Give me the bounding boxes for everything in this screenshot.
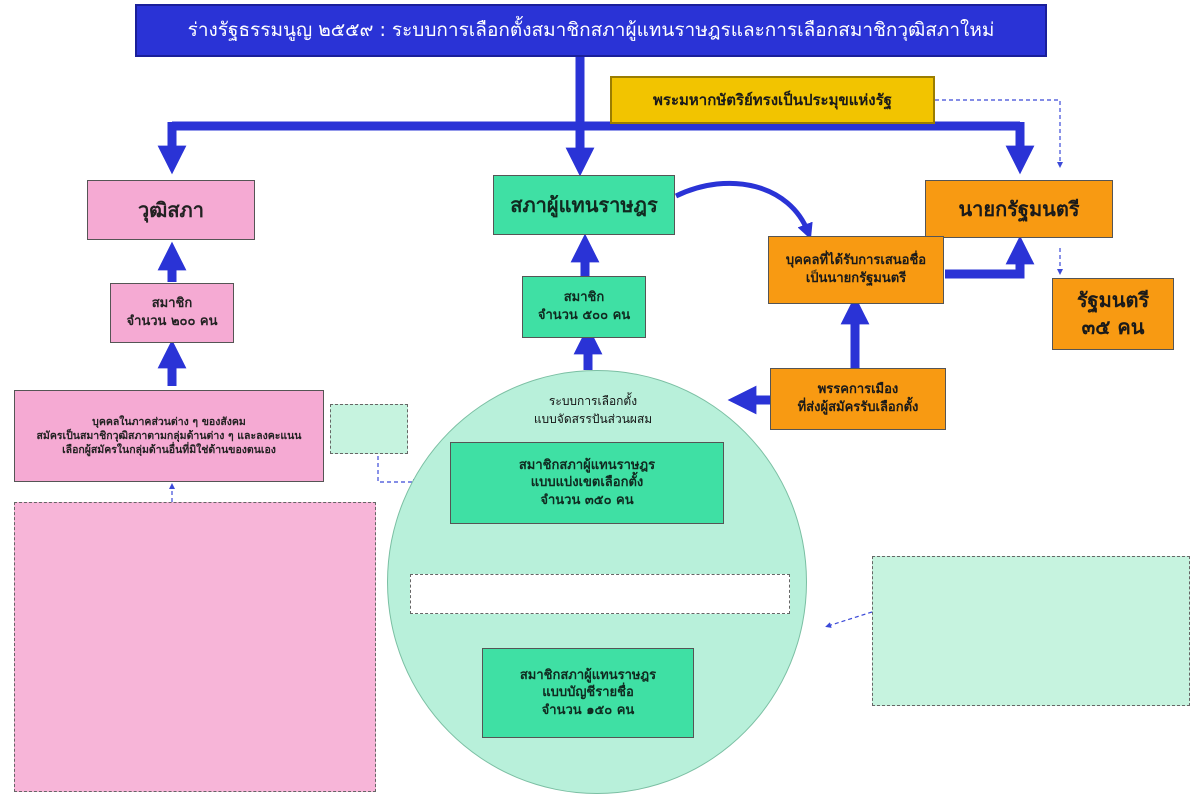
parties-line1: พรรคการเมือง <box>817 382 899 398</box>
district-members-line2: แบบแบ่งเขตเลือกตั้ง <box>530 475 644 491</box>
senate-box: วุฒิสภา <box>87 180 255 240</box>
parties-line2: ที่ส่งผู้สมัครรับเลือกตั้ง <box>797 400 919 415</box>
seat-allocation-note <box>410 574 790 614</box>
house-vote-note <box>655 222 773 264</box>
senate-label: วุฒิสภา <box>138 197 204 222</box>
district-members-box: สมาชิกสภาผู้แทนราษฎร แบบแบ่งเขตเลือกตั้ง… <box>450 442 724 524</box>
senate-members-line1: สมาชิก <box>151 296 193 312</box>
system-label-line2: แบบจัดสรรปันส่วนผสม <box>533 412 653 426</box>
district-members-line1: สมาชิกสภาผู้แทนราษฎร <box>518 457 656 473</box>
ministers-line1: รัฐมนตรี <box>1076 288 1150 312</box>
pm-label: นายกรัฐมนตรี <box>958 196 1080 221</box>
system-label: ระบบการเลือกตั้ง แบบจัดสรรปันส่วนผสม <box>488 392 698 428</box>
main-distribution-arrows <box>157 50 1035 177</box>
pm-nominee-box: บุคคลที่ได้รับการเสนอชื่อ เป็นนายกรัฐมนต… <box>768 236 944 304</box>
house-box: สภาผู้แทนราษฎร <box>493 175 675 235</box>
partylist-members-box: สมาชิกสภาผู้แทนราษฎร แบบบัญชีรายชื่อ จำน… <box>482 648 694 738</box>
king-box: พระมหากษัตริย์ทรงเป็นประมุขแห่งรัฐ <box>610 76 935 124</box>
house-members-line1: สมาชิก <box>563 290 605 306</box>
senate-selection-note <box>192 344 402 388</box>
page-title-text: ร่างรัฐธรรมนูญ ๒๕๕๙ : ระบบการเลือกตั้งสม… <box>187 18 995 41</box>
pm-nominee-line2: เป็นนายกรัฐมนตรี <box>805 271 907 286</box>
upward-arrows <box>157 233 870 386</box>
senate-group-list <box>14 502 376 792</box>
house-members-box: สมาชิก จำนวน ๕๐๐ คน <box>522 276 646 338</box>
social-groups-line3: เลือกผู้สมัครในกลุ่มด้านอื่นที่มิใช่ด้าน… <box>62 444 276 457</box>
social-groups-line1: บุคคลในภาคส่วนต่าง ๆ ของสังคม <box>92 415 246 428</box>
ministers-line2: ๓๕ คน <box>1081 315 1145 339</box>
nominee-to-pm-arrow <box>945 235 1035 279</box>
partylist-members-line2: แบบบัญชีรายชื่อ <box>542 685 634 701</box>
senate-members-line2: จำนวน ๒๐๐ คน <box>126 314 218 329</box>
pm-nominee-line1: บุคคลที่ได้รับการเสนอชื่อ <box>785 253 927 269</box>
house-curve-arrow <box>674 180 813 240</box>
vote-note-box <box>330 404 408 454</box>
page-title: ร่างรัฐธรรมนูญ ๒๕๕๙ : ระบบการเลือกตั้งสม… <box>135 4 1047 57</box>
social-groups-box: บุคคลในภาคส่วนต่าง ๆ ของสังคม สมัครเป็นส… <box>14 390 324 482</box>
party-nomination-note <box>755 342 955 360</box>
district-members-line3: จำนวน ๓๕๐ คน <box>540 492 634 508</box>
partylist-members-line3: จำนวน ๑๕๐ คน <box>541 702 635 718</box>
house-label: สภาผู้แทนราษฎร <box>510 192 658 217</box>
election-principles-box <box>872 556 1190 706</box>
king-label: พระมหากษัตริย์ทรงเป็นประมุขแห่งรัฐ <box>653 90 892 109</box>
house-members-line2: จำนวน ๕๐๐ คน <box>537 308 631 323</box>
dashed-connectors <box>169 99 1063 628</box>
pm-box: นายกรัฐมนตรี <box>925 180 1113 238</box>
ministers-box: รัฐมนตรี ๓๕ คน <box>1052 278 1174 350</box>
system-label-line1: ระบบการเลือกตั้ง <box>548 394 638 408</box>
partylist-members-line1: สมาชิกสภาผู้แทนราษฎร <box>519 667 657 683</box>
parties-box: พรรคการเมือง ที่ส่งผู้สมัครรับเลือกตั้ง <box>770 368 946 430</box>
social-groups-line2: สมัครเป็นสมาชิกวุฒิสภาตามกลุ่มด้านต่าง ๆ… <box>36 429 302 442</box>
senate-members-box: สมาชิก จำนวน ๒๐๐ คน <box>110 283 234 343</box>
